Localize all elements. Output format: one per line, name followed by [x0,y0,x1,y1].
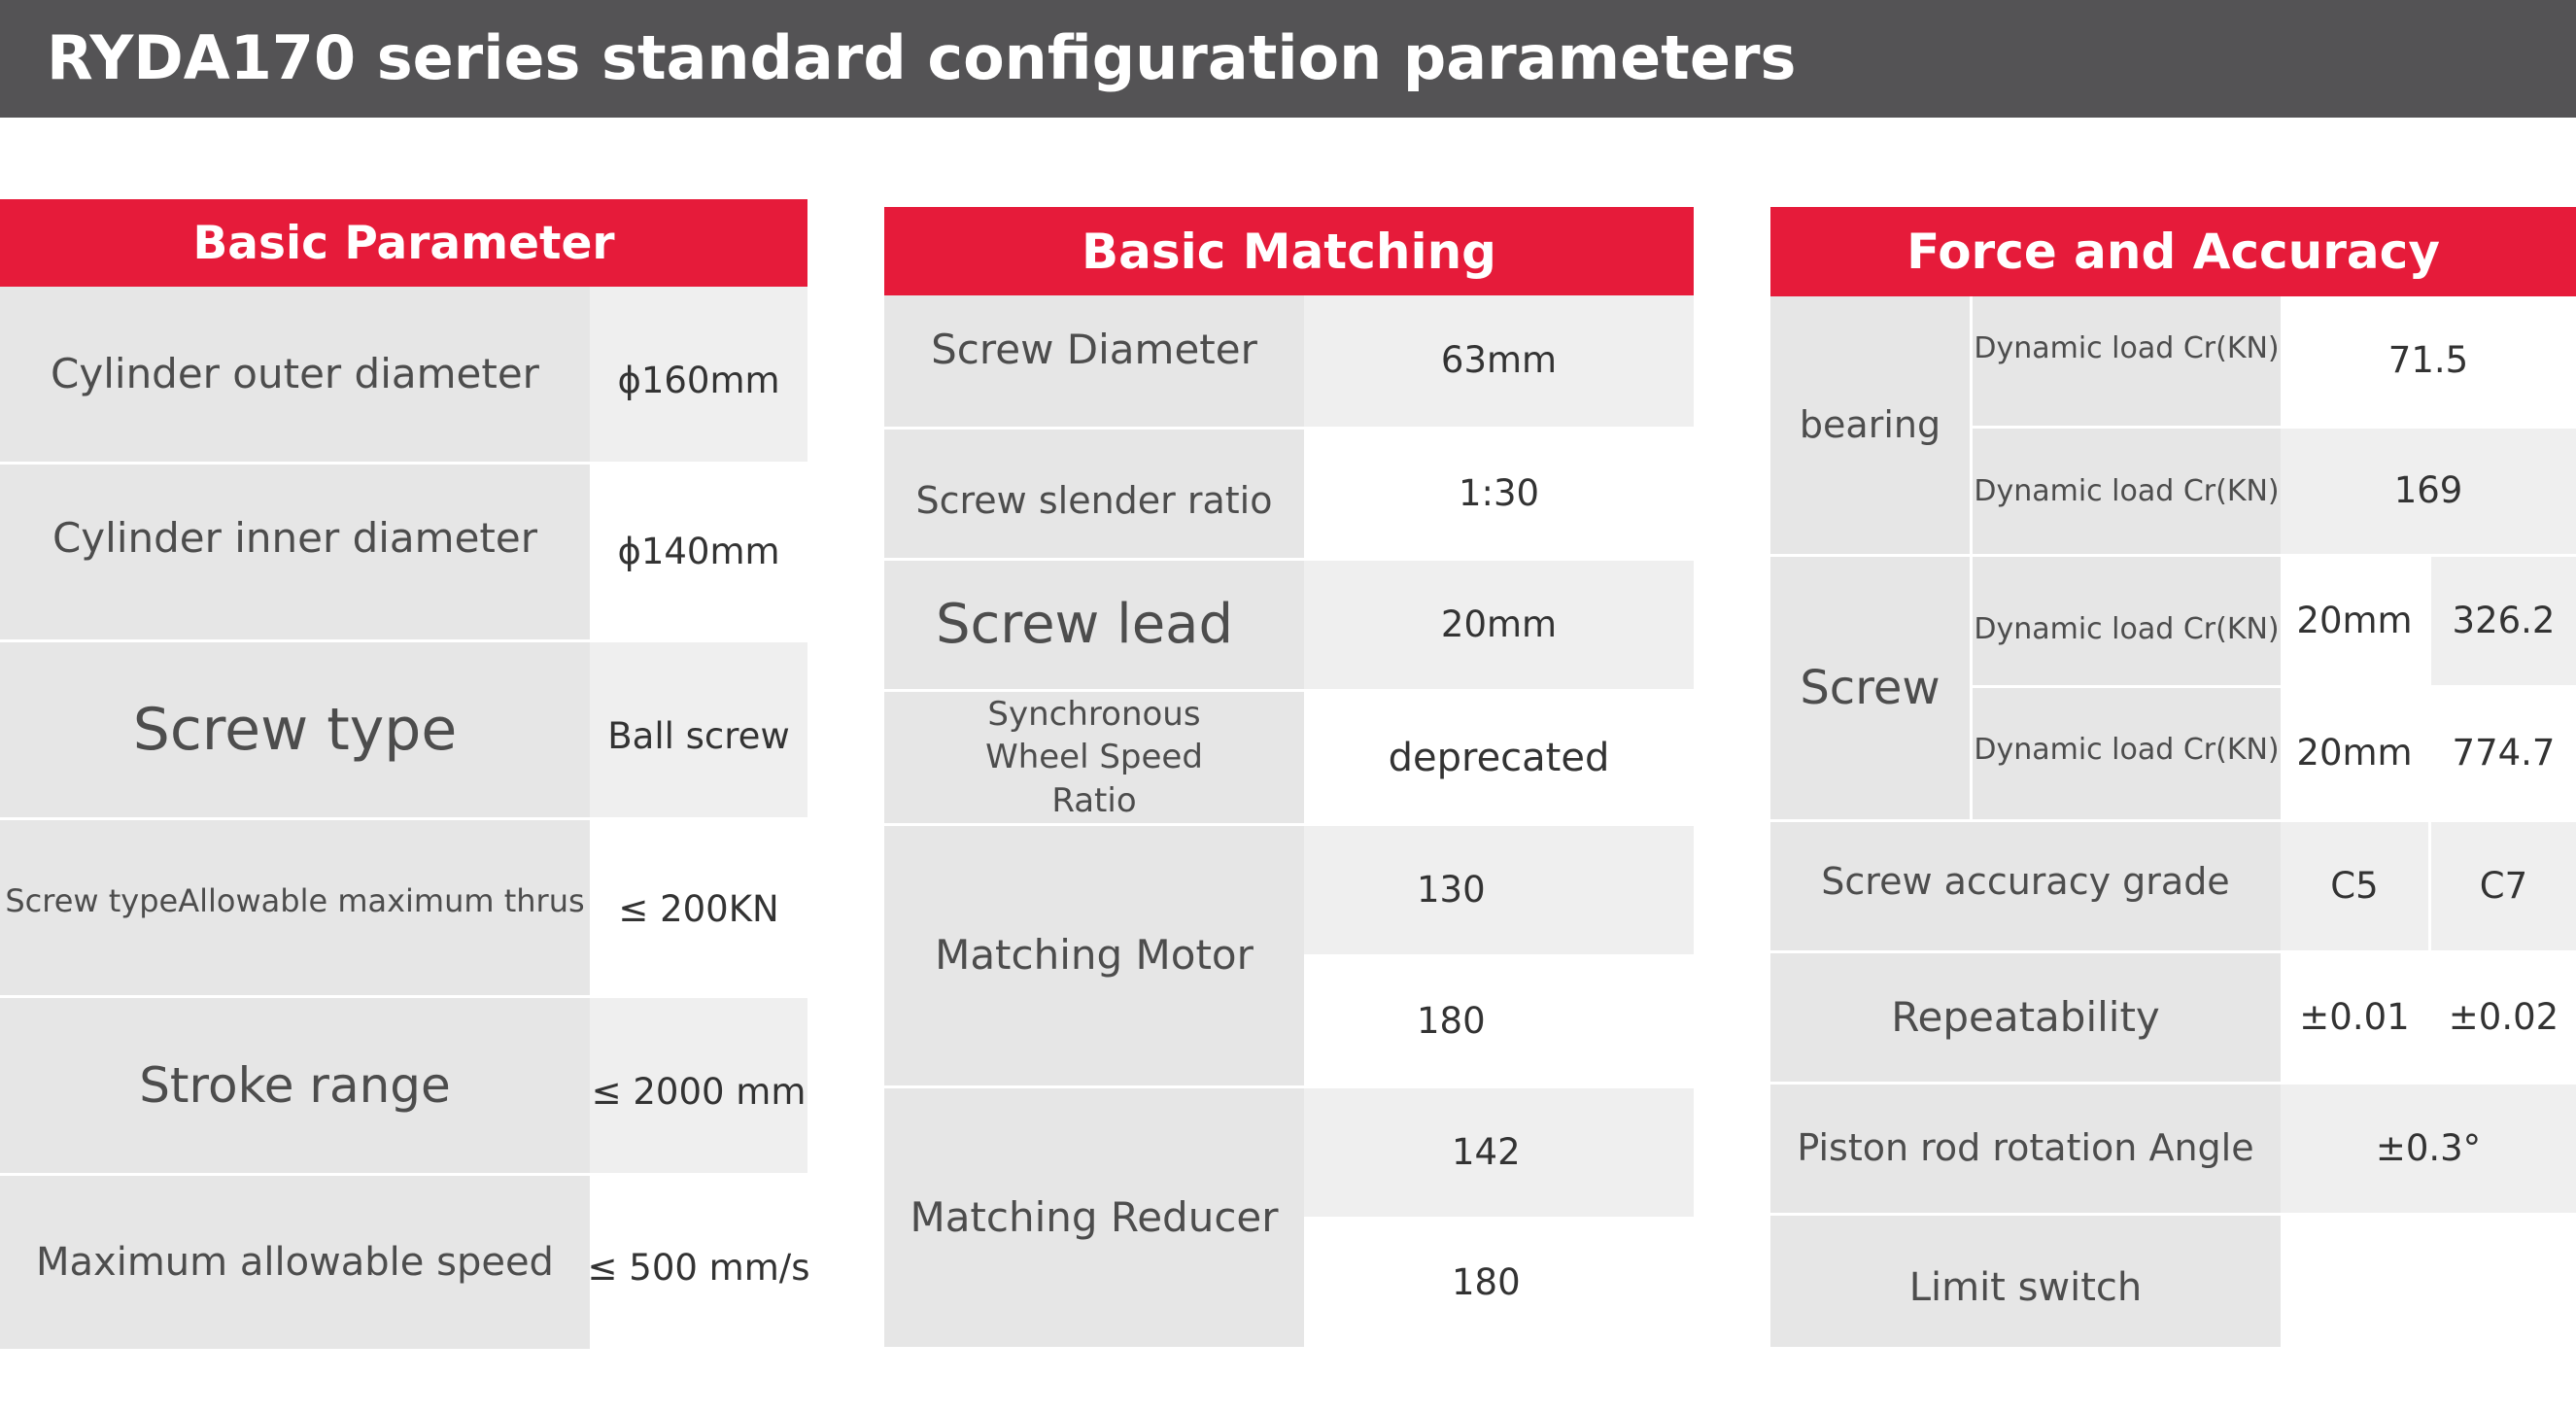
fa-value-repeatability-2: ±0.02 [2431,953,2576,1082]
fa-label-screw-load-1: Dynamic load Cr(KN) [1973,557,2281,685]
fa-label-accuracy-grade: Screw accuracy grade [1770,822,2281,950]
bp-value-outer-diameter: ϕ160mm [590,287,807,462]
fa-label-repeatability: Repeatability [1770,953,2281,1082]
bp-value-max-speed: ≤ 500 mm/s [588,1176,810,1349]
bm-value-motor-2: 180 [1304,957,1694,1085]
fa-value-rotation-angle: ±0.3° [2281,1085,2576,1213]
fa-value-screw-load-2: 774.7 [2431,688,2576,819]
fa-label-rotation-angle: Piston rod rotation Angle [1770,1085,2281,1213]
bm-value-wheel-speed-ratio: deprecated [1304,692,1694,823]
bm-label-slender-ratio: Screw slender ratio [884,430,1304,558]
fa-label-bearing-load-1: Dynamic load Cr(KN) [1973,296,2281,426]
title-model: RYDA170 [47,22,357,93]
fa-value-screw-lead-1: 20mm [2281,557,2428,685]
bp-label-outer-diameter: Cylinder outer diameter [0,287,590,462]
title-text: series standard configuration parameters [376,22,1797,93]
fa-label-screw-load-2: Dynamic load Cr(KN) [1973,688,2281,819]
fa-label-bearing-load-2: Dynamic load Cr(KN) [1973,429,2281,554]
bp-label-max-thrust: Screw typeAllowable maximum thrus [0,820,590,995]
basic-matching-header: Basic Matching [884,207,1694,295]
bm-label-wheel-speed-ratio: Synchronous Wheel Speed Ratio [884,692,1304,823]
bp-label-max-speed: Maximum allowable speed [0,1176,590,1349]
bm-value-reducer-2: 180 [1304,1220,1694,1347]
bp-label-screw-type: Screw type [0,642,590,817]
fa-value-bearing-load-2: 169 [2281,429,2576,554]
force-accuracy-header: Force and Accuracy [1770,207,2576,296]
basic-parameter-panel: Basic Parameter Cylinder outer diameter … [0,199,810,1349]
fa-value-grade-c5: C5 [2281,822,2428,950]
basic-matching-panel: Basic Matching Screw Diameter 63mm Screw… [884,207,1694,1347]
bm-label-screw-diameter: Screw Diameter [884,295,1304,427]
page-title: RYDA170 series standard configuration pa… [47,17,1796,99]
fa-value-screw-lead-2: 20mm [2281,688,2428,819]
bm-value-reducer-1: 142 [1304,1088,1694,1217]
fa-label-bearing: bearing [1770,296,1970,554]
bm-value-screw-diameter: 63mm [1304,295,1694,427]
bm-value-motor-1: 130 [1304,826,1694,954]
bm-label-screw-lead: Screw lead [884,561,1304,689]
bp-value-screw-type: Ball screw [590,642,807,817]
force-accuracy-panel: Force and Accuracy bearing Dynamic load … [1770,207,2576,1347]
bp-value-stroke-range: ≤ 2000 mm [590,998,807,1173]
bm-value-slender-ratio: 1:30 [1304,430,1694,558]
bm-label-matching-motor: Matching Motor [884,826,1304,1085]
bm-label-matching-reducer: Matching Reducer [884,1088,1304,1347]
fa-value-grade-c7: C7 [2431,822,2576,950]
bp-label-stroke-range: Stroke range [0,998,590,1173]
fa-label-screw: Screw [1770,557,1970,819]
fa-value-bearing-load-1: 71.5 [2281,296,2576,426]
bp-value-inner-diameter: ϕ140mm [590,465,807,639]
bm-value-screw-lead: 20mm [1304,561,1694,689]
fa-label-limit-switch: Limit switch [1770,1216,2281,1347]
title-bar: RYDA170 series standard configuration pa… [0,0,2576,118]
bp-value-max-thrust: ≤ 200KN [590,820,807,995]
basic-parameter-header: Basic Parameter [0,199,807,287]
bp-label-inner-diameter: Cylinder inner diameter [0,465,590,639]
fa-value-repeatability-1: ±0.01 [2281,953,2428,1082]
fa-value-limit-switch [2281,1216,2576,1347]
fa-value-screw-load-1: 326.2 [2431,557,2576,685]
